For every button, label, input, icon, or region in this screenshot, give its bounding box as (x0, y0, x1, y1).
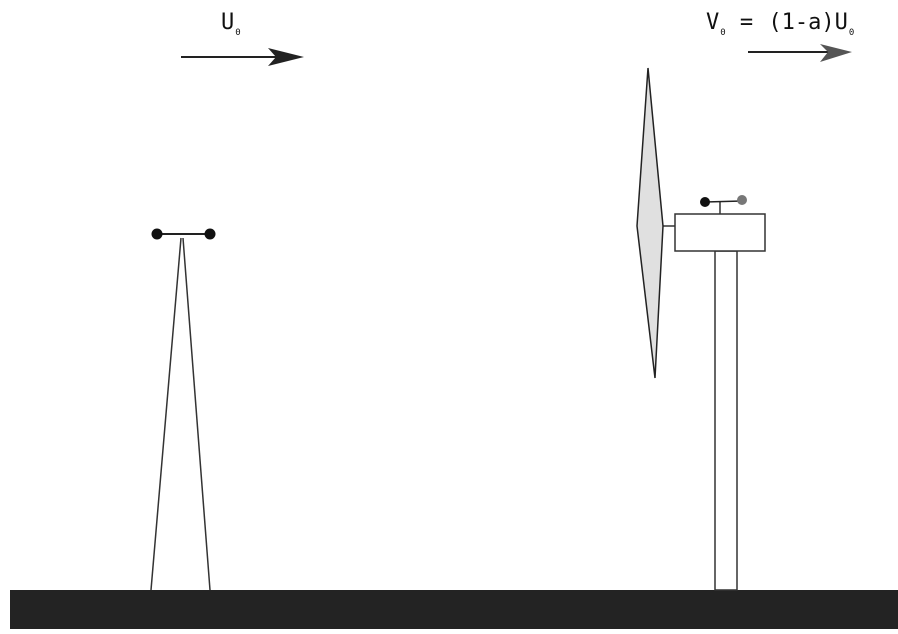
rotor-velocity-arrow (748, 44, 852, 62)
free-stream-velocity-label: U0 (221, 10, 241, 38)
rotor-velocity-expression-subscript: 0 (848, 28, 855, 38)
anemometer-cup-left (151, 228, 163, 240)
anemometer-cup-right (204, 228, 216, 240)
free-stream-arrow (181, 48, 304, 66)
rotor-velocity-equals: = (725, 10, 769, 35)
nacelle-anemometer-arm (704, 200, 743, 203)
rotor-velocity-expression: (1-a)U (768, 10, 848, 35)
free-stream-symbol: U (221, 10, 235, 35)
rotor-velocity-symbol: V (706, 10, 720, 35)
turbine-blade (636, 67, 664, 379)
free-stream-subscript: 0 (235, 28, 241, 38)
ground (10, 590, 898, 629)
anemometer-mast (150, 228, 216, 591)
nacelle-anemometer-cup-left (700, 197, 710, 207)
nacelle-anemometer-cup-right (737, 195, 747, 205)
mast-left-leg (150, 237, 182, 591)
rotor-velocity-label: V0 = (1-a)U0 (706, 10, 854, 38)
turbine-nacelle (674, 213, 766, 252)
wind-turbine (636, 67, 766, 591)
rotor-velocity-subscript: 0 (720, 28, 726, 38)
turbine-tower (714, 250, 738, 591)
mast-right-leg (182, 237, 211, 591)
